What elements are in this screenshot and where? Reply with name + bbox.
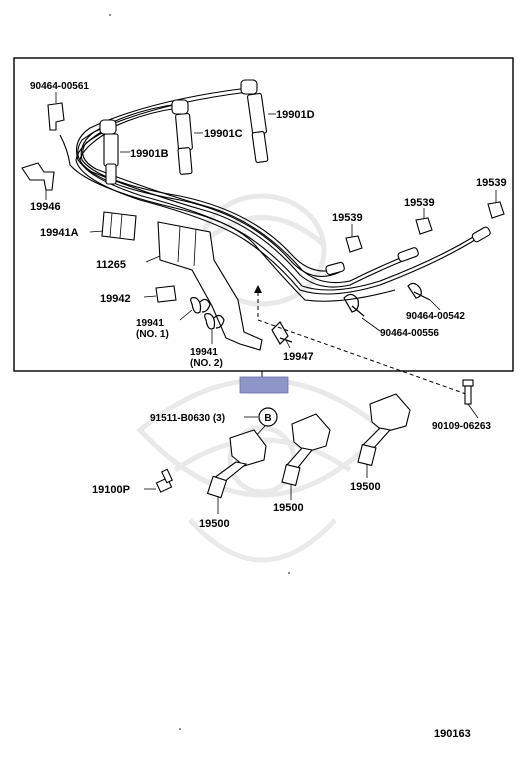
label-19947: 19947	[283, 351, 314, 363]
label-19901d: 19901D	[276, 109, 315, 121]
label-19539-b: 19539	[404, 197, 435, 209]
clip-19947	[271, 321, 293, 349]
label-19539-a: 19539	[332, 212, 363, 224]
upper-frame	[13, 57, 514, 372]
ignition-coil-19500-a	[206, 429, 267, 514]
label-90464-00561: 90464-00561	[30, 81, 89, 92]
separator-19941a	[89, 211, 137, 241]
label-19500-c: 19500	[350, 481, 381, 493]
clamp-19942	[143, 285, 177, 303]
wire-boot-right-3	[471, 226, 491, 243]
spark-plug-boot-19901d	[240, 79, 276, 163]
label-90109-06263: 90109-06263	[432, 421, 491, 432]
bolt-90109-06263	[462, 379, 479, 419]
cover-11265	[145, 221, 263, 351]
label-19901c: 19901C	[204, 128, 243, 140]
label-19941-no2-sub: (NO. 2)	[190, 358, 223, 369]
label-19941-no2: 19941	[190, 347, 218, 358]
diagram-number: 190163	[434, 728, 471, 740]
separator-19941-no2	[204, 313, 225, 344]
highlight-marker[interactable]	[239, 376, 289, 394]
grommet-19539-b	[415, 208, 433, 235]
label-19942: 19942	[100, 293, 131, 305]
separator-19941-no1	[179, 297, 211, 321]
label-91511-b0630: 91511-B0630 (3)	[150, 413, 225, 424]
spark-plug-19100p	[144, 468, 173, 493]
label-19500-a: 19500	[199, 518, 230, 530]
label-19100p: 19100P	[92, 484, 130, 496]
dashed-leader-90109	[254, 285, 467, 395]
clip-90464-00561	[47, 92, 65, 131]
spark-plug-boot-19901b	[99, 119, 130, 185]
wire-boot-right-1	[325, 261, 345, 276]
label-90464-00542: 90464-00542	[406, 311, 465, 322]
label-19941-no1-sub: (NO. 1)	[136, 329, 169, 340]
ignition-coil-19500-c	[357, 393, 411, 478]
callout-b-label: B	[264, 413, 271, 424]
clip-90464-00542	[407, 282, 441, 311]
callout-b-circle[interactable]	[258, 407, 278, 427]
label-90464-00556: 90464-00556	[380, 328, 439, 339]
bracket-19946	[21, 162, 55, 200]
grommet-19539-c	[487, 190, 505, 219]
ignition-wire-harness	[59, 87, 479, 302]
label-19946: 19946	[30, 201, 61, 213]
ignition-coil-19500-b	[281, 413, 331, 500]
label-19941-no1: 19941	[136, 318, 164, 329]
clip-90464-00556	[343, 293, 381, 332]
label-19901b: 19901B	[130, 148, 169, 160]
wire-boot-right-2	[397, 247, 419, 262]
grommet-19539-a	[345, 224, 363, 253]
label-11265: 11265	[96, 259, 126, 271]
spark-plug-boot-19901c	[171, 99, 203, 175]
label-19941a: 19941A	[40, 227, 79, 239]
label-19539-c: 19539	[476, 177, 507, 189]
label-19500-b: 19500	[273, 502, 304, 514]
